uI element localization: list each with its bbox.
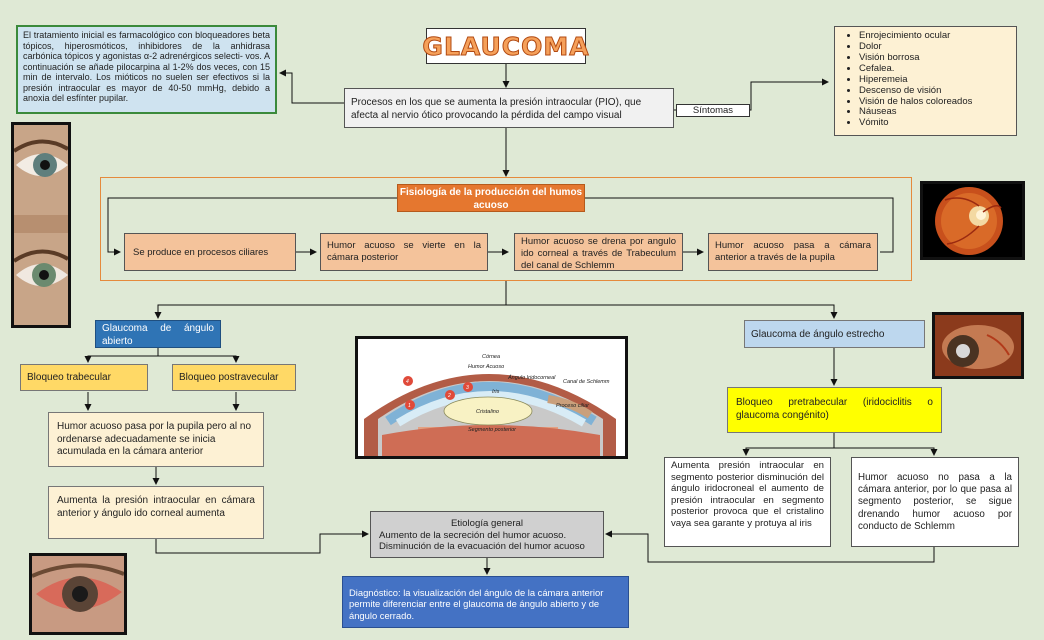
closed-angle-eye-photo [932,312,1024,379]
etiology-line-1: Aumento de la secreción del humor acuoso… [379,529,567,541]
anatomy-number-4: 4 [406,379,409,385]
open-angle-title: Glaucoma de ángulo abierto [95,320,221,348]
treatment-text: El tratamiento inicial es farmacológico … [23,30,270,104]
red-eye-image [32,556,124,632]
open-angle-desc-2: Aumenta la presión intraocular en cámara… [48,486,264,539]
symptom-item: Descenso de visión [859,85,1010,97]
physiology-title: Fisiología de la producción del humos ac… [397,184,585,212]
symptom-item: Dolor [859,41,1010,53]
fundus-image [923,184,1022,257]
physiology-frame [100,177,912,281]
symptom-item: Visión de halos coloreados [859,96,1010,108]
symptom-item: Vómito [859,117,1010,129]
open-angle-desc-1: Humor acuoso pasa por la pupila pero al … [48,412,264,467]
label-ciliary: Proceso ciliar [556,403,590,409]
closed-angle-desc-right: Humor acuoso no pasa a la cámara anterio… [851,457,1019,547]
anatomy-number-2: 2 [447,393,451,399]
symptom-item: Náuseas [859,107,1010,118]
closed-angle-eye-image [935,315,1021,376]
definition-text: Procesos en los que se aumenta la presió… [351,97,642,121]
closed-angle-desc-left: Aumenta presión intraocular en segmento … [664,457,831,547]
label-posterior: Segmento posterior [468,427,517,433]
pretrabecular-block: Bloqueo pretrabecular (iridociclitis o g… [727,387,942,433]
trabecular-block: Bloqueo trabecular [20,364,148,391]
label-iris: Iris [492,389,500,395]
eyes-photo [11,122,71,328]
symptoms-box: Enrojecimiento ocular Dolor Visión borro… [834,26,1017,136]
symptoms-label: Síntomas [676,104,750,117]
anatomy-image: 4 3 2 1 Córnea Humor Acuoso Ángulo Irido… [358,339,625,456]
red-eye-photo [29,553,127,635]
anatomy-number-3: 3 [466,385,469,391]
symptom-item: Hiperemeia [859,74,1010,86]
etiology-line-2: Disminución de la evacuación del humor a… [379,541,585,552]
treatment-box: El tratamiento inicial es farmacológico … [16,25,277,114]
etiology-title: Etiología general [450,518,523,529]
definition-box: Procesos en los que se aumenta la presió… [344,88,674,128]
anatomy-number-1: 1 [408,403,411,409]
postrabecular-block: Bloqueo postravecular [172,364,296,391]
fundus-photo [920,181,1025,260]
closed-angle-title: Glaucoma de ángulo estrecho [744,320,925,348]
physiology-step-1: Se produce en procesos ciliares [124,233,296,271]
physiology-step-3: Humor acuoso se drena por angulo ido cor… [514,233,683,271]
symptoms-list: Enrojecimiento ocular Dolor Visión borro… [845,30,1010,129]
physiology-step-4: Humor acuoso pasa a cámara anterior a tr… [708,233,878,271]
label-humor: Humor Acuoso [468,364,504,370]
symptom-item: Cefalea. [859,63,1010,75]
label-crystalline: Cristalino [476,409,499,415]
label-angle: Ángulo Iridocorneal [507,374,556,381]
label-canal: Canal de Schlemm [563,379,610,385]
eyes-image [14,125,68,325]
symptom-item: Visión borrosa [859,52,1010,64]
label-cornea: Córnea [482,354,500,360]
symptom-item: Enrojecimiento ocular [859,30,1010,42]
anatomy-diagram: 4 3 2 1 Córnea Humor Acuoso Ángulo Irido… [355,336,628,459]
physiology-step-2: Humor acuoso se vierte en la cámara post… [320,233,488,271]
title-banner: GLAUCOMA [422,28,589,64]
etiology-box: Etiología general Aumento de la secreció… [370,511,604,558]
diagnosis-box: Diagnóstico: la visualización del ángulo… [342,576,629,628]
